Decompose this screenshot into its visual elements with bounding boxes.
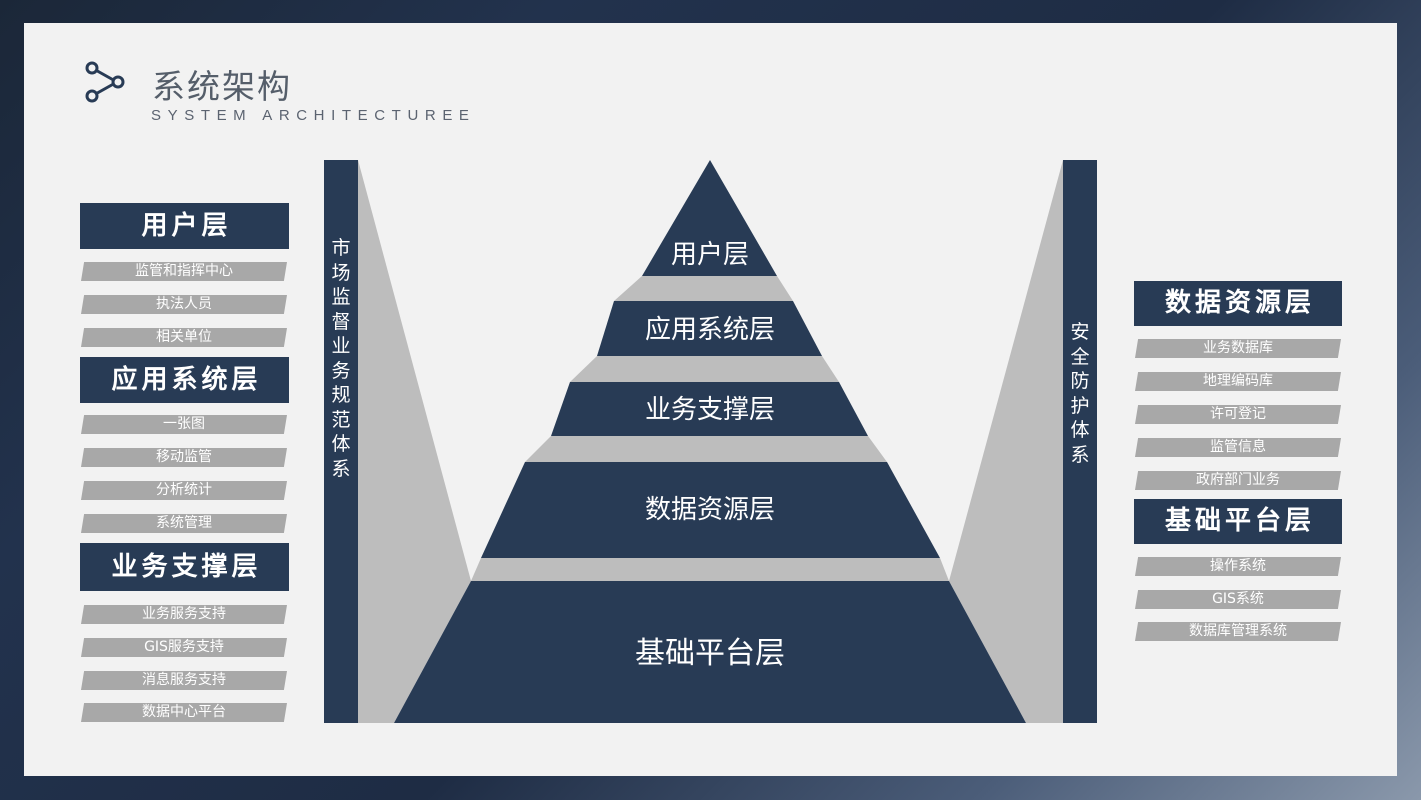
left-item-mobile-supervision: 移动监管 [81, 448, 287, 467]
pyramid-label-user: 用户层 [670, 240, 749, 270]
share-nodes-icon [85, 61, 125, 103]
pyramid-level-4 [481, 462, 940, 558]
left-item-one-map: 一张图 [81, 415, 287, 434]
right-item-business-db: 业务数据库 [1135, 339, 1341, 358]
right-funnel [949, 160, 1063, 723]
pyramid-label-platform: 基础平台层 [635, 636, 785, 671]
right-item-dbms: 数据库管理系统 [1135, 622, 1341, 641]
ribbon-4 [471, 558, 949, 581]
right-vertical-label: 安全防护体系 [1070, 321, 1090, 466]
left-item-law-enforcement: 执法人员 [81, 295, 287, 314]
right-item-geocoding-db: 地理编码库 [1135, 372, 1341, 391]
left-vertical-bar [324, 160, 358, 723]
page-subtitle: SYSTEM ARCHITECTUREE [151, 107, 476, 124]
pyramid-level-1 [642, 160, 777, 276]
right-item-supervision-info: 监管信息 [1135, 438, 1341, 457]
left-item-business-service: 业务服务支持 [81, 605, 287, 624]
left-funnel [358, 160, 471, 723]
pyramid-level-2 [597, 301, 822, 356]
right-header-data: 数据资源层 [1134, 281, 1342, 326]
right-item-government-business: 政府部门业务 [1135, 471, 1341, 490]
left-item-system-management: 系统管理 [81, 514, 287, 533]
left-item-data-center: 数据中心平台 [81, 703, 287, 722]
left-vertical-label: 市场监督业务规范体系 [331, 237, 351, 480]
right-item-license-registration: 许可登记 [1135, 405, 1341, 424]
pyramid-level-5 [394, 581, 1026, 723]
pyramid-level-3 [551, 382, 868, 436]
pyramid-label-data: 数据资源层 [644, 495, 775, 525]
left-item-command-center: 监管和指挥中心 [81, 262, 287, 281]
ribbon-1 [614, 276, 793, 301]
left-item-message-service: 消息服务支持 [81, 671, 287, 690]
left-header-application: 应用系统层 [80, 357, 289, 403]
left-item-gis-service: GIS服务支持 [81, 638, 287, 657]
left-header-user: 用户层 [80, 203, 289, 249]
pyramid-label-business: 业务支撑层 [644, 395, 775, 425]
right-item-operating-system: 操作系统 [1135, 557, 1341, 576]
page-title: 系统架构 [152, 67, 292, 106]
left-header-business: 业务支撑层 [80, 543, 289, 591]
ribbon-2 [570, 356, 839, 382]
ribbon-3 [525, 436, 887, 462]
left-item-analytics: 分析统计 [81, 481, 287, 500]
pyramid-label-application: 应用系统层 [644, 315, 775, 345]
right-header-platform: 基础平台层 [1134, 499, 1342, 544]
right-item-gis-system: GIS系统 [1135, 590, 1341, 609]
left-item-related-units: 相关单位 [81, 328, 287, 347]
right-vertical-bar [1063, 160, 1097, 723]
